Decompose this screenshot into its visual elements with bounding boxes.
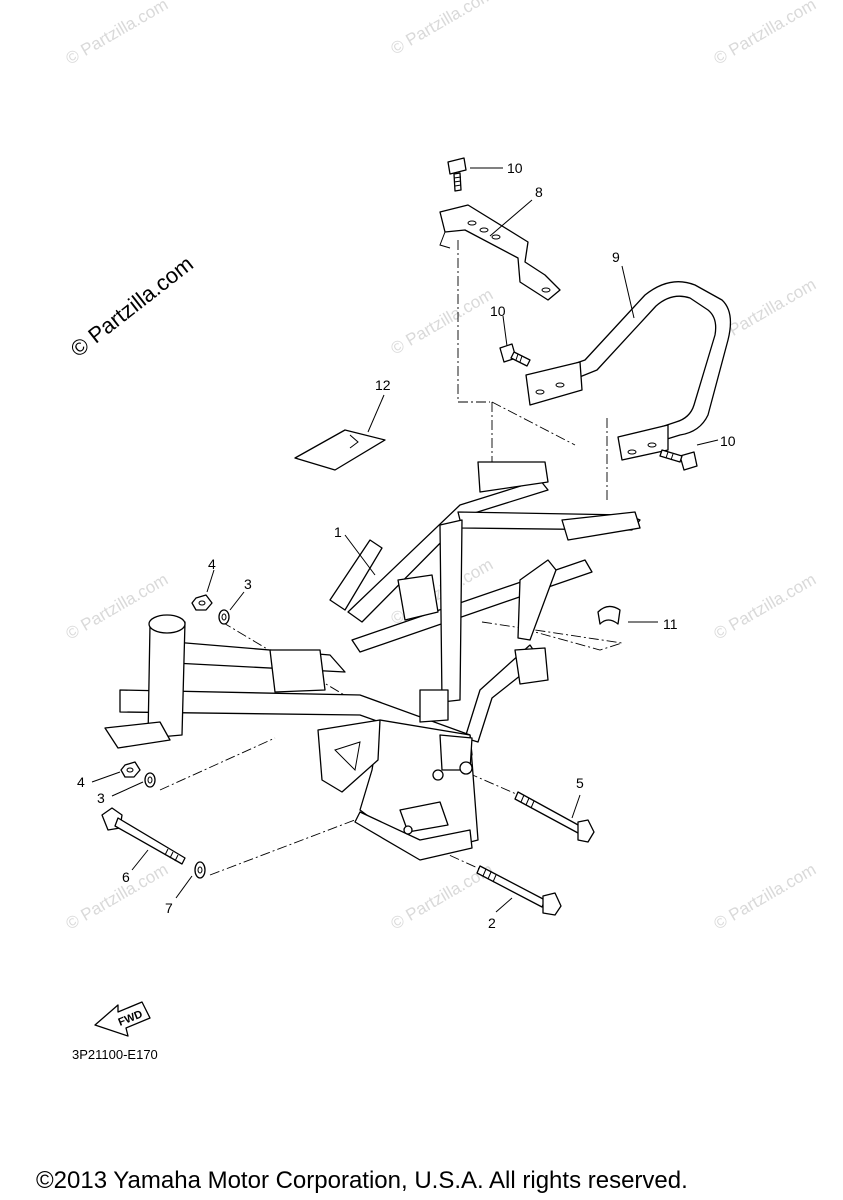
reference-code: 3P21100-E170 (72, 1047, 158, 1062)
callout-10: 10 (720, 433, 736, 449)
callout-4: 4 (208, 556, 216, 572)
bolt-part-6 (101, 807, 186, 865)
callout-2: 2 (488, 915, 496, 931)
watermark: © Partzilla.com (711, 0, 820, 68)
callout-8: 8 (535, 184, 543, 200)
nut-part-4 (191, 594, 213, 611)
washer-part-3 (218, 609, 230, 625)
watermark: © Partzilla.com (711, 570, 820, 644)
bolt-part-10 (659, 449, 698, 471)
callout-7: 7 (165, 900, 173, 916)
bolt-part-2 (476, 865, 562, 916)
callout-3: 3 (244, 576, 252, 592)
copyright-notice: ©2013 Yamaha Motor Corporation, U.S.A. A… (36, 1167, 688, 1194)
bolt-part-5 (514, 791, 595, 843)
washer-part-3 (144, 772, 156, 788)
callout-10: 10 (507, 160, 523, 176)
watermark: © Partzilla.com (388, 0, 497, 58)
bracket-part-8 (439, 204, 561, 301)
callout-numbers: 1 2 3 3 4 4 5 6 7 8 9 10 10 10 11 12 (77, 160, 736, 931)
watermark: © Partzilla.com (388, 285, 497, 359)
callout-3: 3 (97, 790, 105, 806)
main-frame (104, 461, 641, 861)
washer-part-7 (194, 861, 206, 879)
callout-11: 11 (663, 616, 678, 632)
watermark: © Partzilla.com (63, 0, 172, 68)
callout-6: 6 (122, 869, 130, 885)
bolt-part-10 (499, 343, 531, 367)
callout-4: 4 (77, 774, 85, 790)
nut-part-4 (120, 761, 141, 778)
callout-12: 12 (375, 377, 391, 393)
brand-watermark: © Partzilla.com (66, 251, 198, 362)
callout-5: 5 (576, 775, 584, 791)
callout-9: 9 (612, 249, 620, 265)
leader-lines (91, 167, 719, 913)
callout-1: 1 (334, 524, 342, 540)
callout-10: 10 (490, 303, 506, 319)
grab-bar-part-9 (525, 281, 732, 461)
watermark: © Partzilla.com (63, 860, 172, 934)
fwd-arrow-icon: FWD (94, 1001, 151, 1037)
bolt-part-10 (447, 157, 467, 192)
label-part-12 (294, 429, 386, 471)
watermark: © Partzilla.com (711, 860, 820, 934)
clip-part-11 (597, 605, 621, 625)
